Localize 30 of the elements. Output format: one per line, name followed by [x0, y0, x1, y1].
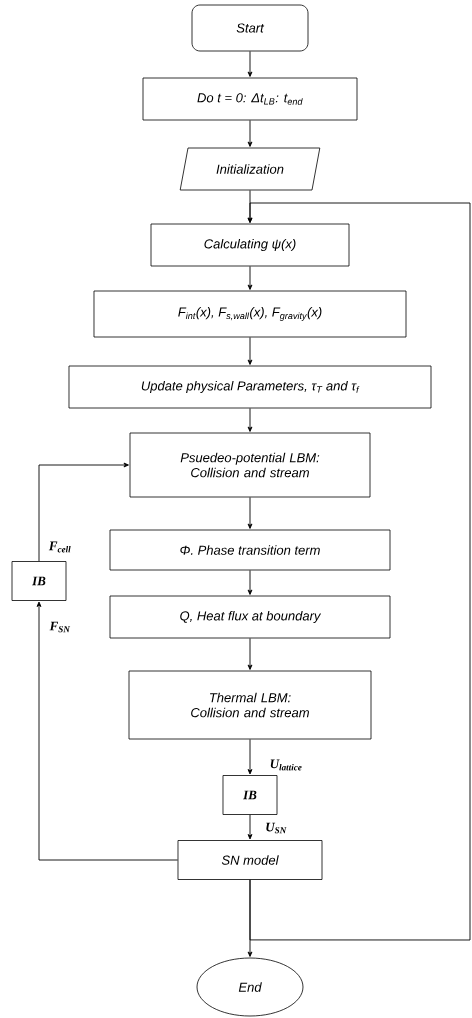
edge-label: U$_{SN}$ — [264, 821, 288, 835]
edge-label: F$_{cell}$ — [47, 540, 73, 554]
arrow — [247, 119, 253, 147]
arrow — [38, 462, 129, 562]
process-box: Φ. Phase transition term — [109, 529, 391, 571]
process-box: SN model — [177, 840, 323, 880]
arrow — [36, 601, 179, 861]
process-box: Thermal LBM: Collision and stream — [128, 670, 372, 740]
process-box: F$_{int}$(x), F$_{s,wall}$(x), F$_{gravity}$(x) — [93, 290, 407, 338]
process-box: IB — [222, 775, 278, 815]
process-box: Calculating ψ(x) — [150, 223, 350, 267]
arrow — [247, 496, 253, 529]
process-box: Psuedeo-potential LBM: Collision and stream — [129, 432, 371, 498]
arrow — [247, 407, 253, 432]
arrow — [247, 265, 253, 290]
arrow — [247, 814, 253, 840]
edge-label: F$_{SN}$ — [48, 620, 72, 634]
arrow — [247, 50, 253, 77]
arrow — [247, 569, 253, 595]
arrow — [247, 202, 471, 941]
process-box: IB — [11, 561, 67, 601]
input-parallelogram: Initialization — [179, 147, 321, 191]
arrow — [247, 336, 253, 365]
process-box: Do t = 0: Δt$_{LB}$: t$_{end}$ — [142, 77, 358, 121]
process-box: Update physical Parameters, τ$_{T}$ and τ$_{f}$ — [68, 365, 432, 409]
process-box: Q, Heat flux at boundary — [109, 595, 391, 639]
edge-label: U$_{lattice}$ — [268, 758, 304, 772]
arrow — [247, 738, 253, 775]
start-box: Start — [191, 4, 309, 52]
arrow — [247, 637, 253, 670]
